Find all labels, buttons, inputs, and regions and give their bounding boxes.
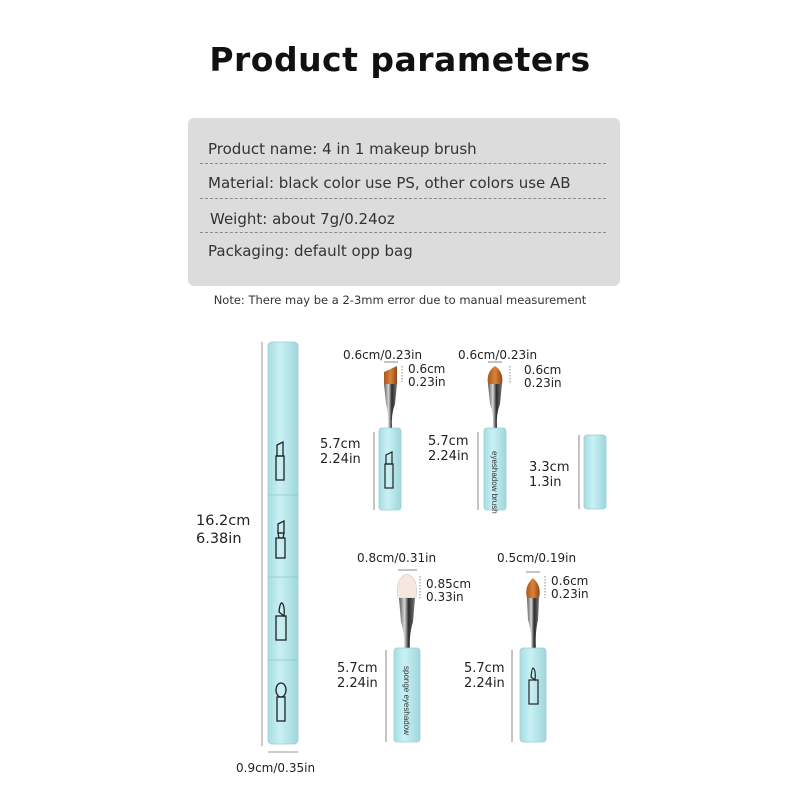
brush4-length-in: 2.24in bbox=[464, 676, 505, 691]
brush-outline-icon bbox=[275, 602, 287, 641]
angled-bristle bbox=[384, 366, 397, 384]
sponge-tip bbox=[397, 573, 417, 599]
handle bbox=[483, 427, 507, 511]
brush3-tip-length-in: 0.33in bbox=[426, 590, 464, 604]
brush4-tip-width: 0.5cm/0.19in bbox=[497, 551, 577, 565]
brush-outline-icon bbox=[384, 451, 394, 489]
brush1-length-cm: 5.7cm bbox=[320, 437, 361, 452]
ferrule bbox=[488, 384, 502, 428]
cap-body bbox=[583, 434, 607, 510]
full-length-in: 6.38in bbox=[196, 531, 242, 547]
spec-box: Product name: 4 in 1 makeup brush Materi… bbox=[188, 118, 620, 286]
ferrule bbox=[527, 598, 539, 650]
full-length-cm: 16.2cm bbox=[196, 513, 251, 529]
brush1-tip-length-in: 0.23in bbox=[408, 375, 446, 389]
sponge-brush bbox=[385, 569, 421, 743]
spec-material: Material: black color use PS, other colo… bbox=[208, 174, 571, 192]
brush3-tip-length-cm: 0.85cm bbox=[426, 577, 472, 591]
brush4-tip-length-in: 0.23in bbox=[551, 587, 589, 601]
brush1-length-in: 2.24in bbox=[320, 452, 361, 467]
cap-length-in: 1.3in bbox=[529, 475, 562, 490]
brush-cap bbox=[578, 434, 607, 510]
sponge-eyeshadow-label: sponge eyeshadow bbox=[402, 666, 411, 735]
ferrule bbox=[399, 598, 415, 650]
diameter-label: 0.9cm/0.35in bbox=[236, 761, 316, 775]
handle bbox=[393, 647, 421, 743]
angled-brush bbox=[373, 361, 403, 511]
cap-length-cm: 3.3cm bbox=[529, 460, 570, 475]
brush-outline-icon bbox=[275, 519, 286, 559]
spec-divider bbox=[200, 232, 606, 233]
brush1-tip-length-cm: 0.6cm bbox=[408, 362, 446, 376]
eyeshadow-brush bbox=[477, 361, 511, 511]
brush2-length-cm: 5.7cm bbox=[428, 434, 469, 449]
small-round-bristle bbox=[526, 578, 540, 598]
brush-outline-icon bbox=[275, 440, 285, 481]
spec-packaging: Packaging: default opp bag bbox=[208, 242, 413, 260]
brush3-length-in: 2.24in bbox=[337, 676, 378, 691]
measurement-note: Note: There may be a 2-3mm error due to … bbox=[213, 293, 587, 307]
small-round-brush bbox=[511, 571, 547, 743]
brush4-length-cm: 5.7cm bbox=[464, 661, 505, 676]
spec-product-name: Product name: 4 in 1 makeup brush bbox=[208, 140, 477, 158]
ferrule bbox=[384, 384, 397, 428]
round-bristle bbox=[487, 366, 503, 384]
page-title: Product parameters bbox=[209, 40, 591, 79]
brush3-tip-width: 0.8cm/0.31in bbox=[357, 551, 437, 565]
eyeshadow-brush-label: eyeshadow brush bbox=[490, 451, 499, 514]
brush2-tip-length-cm: 0.6cm bbox=[524, 363, 562, 377]
handle bbox=[378, 427, 402, 511]
brush-outline-icon bbox=[528, 667, 539, 705]
brush3-length-cm: 5.7cm bbox=[337, 661, 378, 676]
handle bbox=[519, 647, 547, 743]
brush4-tip-length-cm: 0.6cm bbox=[551, 574, 589, 588]
brush2-tip-length-in: 0.23in bbox=[524, 376, 562, 390]
brush2-tip-width: 0.6cm/0.23in bbox=[458, 348, 538, 362]
full-brush-body bbox=[267, 341, 299, 745]
brush1-tip-width: 0.6cm/0.23in bbox=[343, 348, 423, 362]
sponge-outline-icon bbox=[275, 682, 287, 722]
spec-weight: Weight: about 7g/0.24oz bbox=[210, 210, 395, 228]
spec-divider bbox=[200, 163, 606, 164]
brush2-length-in: 2.24in bbox=[428, 449, 469, 464]
full-brush bbox=[261, 341, 299, 753]
spec-divider bbox=[200, 198, 606, 199]
